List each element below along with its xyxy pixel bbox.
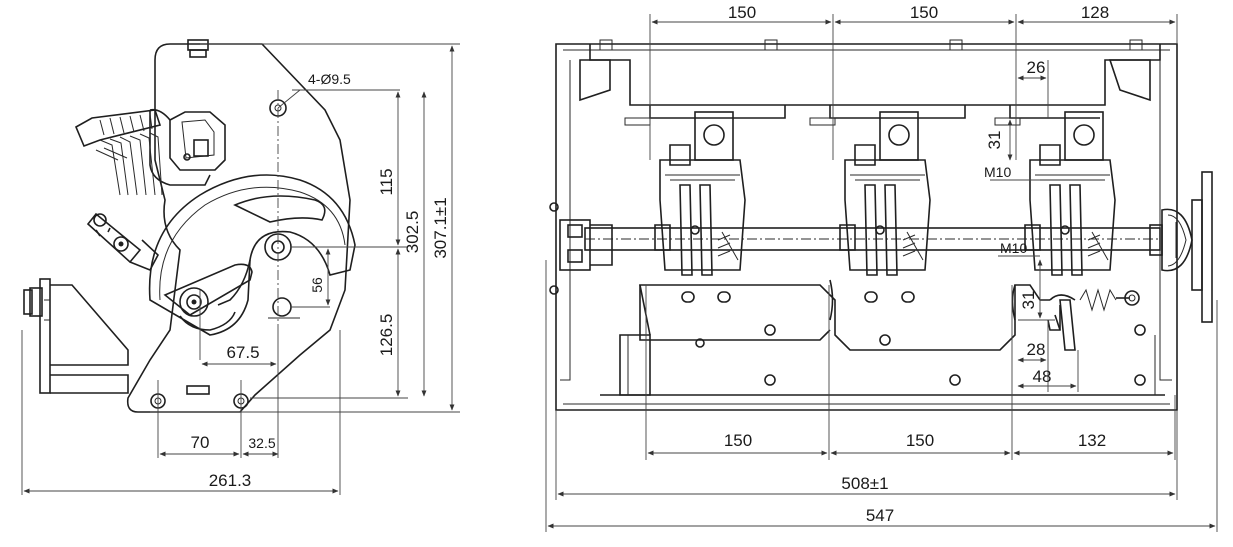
dim-547: 547 [866,506,894,525]
dim-top-150-b: 150 [910,3,938,22]
dim-261-3: 261.3 [209,471,252,490]
dim-32-5: 32.5 [248,435,275,451]
dim-m10-b: M10 [1000,240,1027,256]
dim-31-a: 31 [985,131,1004,150]
dim-70: 70 [191,433,210,452]
dim-26: 26 [1027,58,1046,77]
dim-31-b: 31 [1019,291,1038,310]
cam-lever [163,263,253,316]
dim-48: 48 [1033,367,1052,386]
right-flange [1149,171,1213,323]
dim-56: 56 [309,277,325,293]
hole-note: 4-Ø9.5 [308,71,351,87]
pole-assembly-1 [624,111,746,276]
dim-28: 28 [1027,340,1046,359]
dim-bot-132: 132 [1078,431,1106,450]
dim-top-128: 128 [1081,3,1109,22]
lower-hole [272,297,292,317]
comb-contacts [74,109,163,196]
side-plate [126,43,351,413]
dim-top-150-a: 150 [728,3,756,22]
spring-linkage [1047,288,1140,351]
top-tab-slot [189,49,207,58]
pole-assembly-2 [809,111,931,276]
dim-bot-150-b: 150 [906,431,934,450]
dim-115: 115 [377,168,396,195]
front-view [549,39,1213,411]
dim-bot-150-a: 150 [724,431,752,450]
top-tab [187,39,209,51]
roller-outer [179,287,209,317]
roller-inner [186,294,202,310]
pole-assembly-3 [994,111,1116,276]
dim-126-5: 126.5 [377,314,396,357]
latch-pin [183,153,191,161]
side-view [23,39,368,458]
bottom-slot [186,385,210,395]
dim-307-1: 307.1±1 [431,197,450,258]
dim-67-5: 67.5 [226,343,259,362]
dim-508: 508±1 [841,474,888,493]
left-linkage [86,212,159,272]
side-dimensions [21,43,460,495]
latch-pin-box [193,139,209,157]
front-dimensions [545,14,1218,532]
dim-302-5: 302.5 [403,211,422,254]
mounting-bracket [23,278,129,394]
dim-m10-a: M10 [984,164,1011,180]
cam-assembly [148,174,356,336]
latch-block [169,111,226,171]
